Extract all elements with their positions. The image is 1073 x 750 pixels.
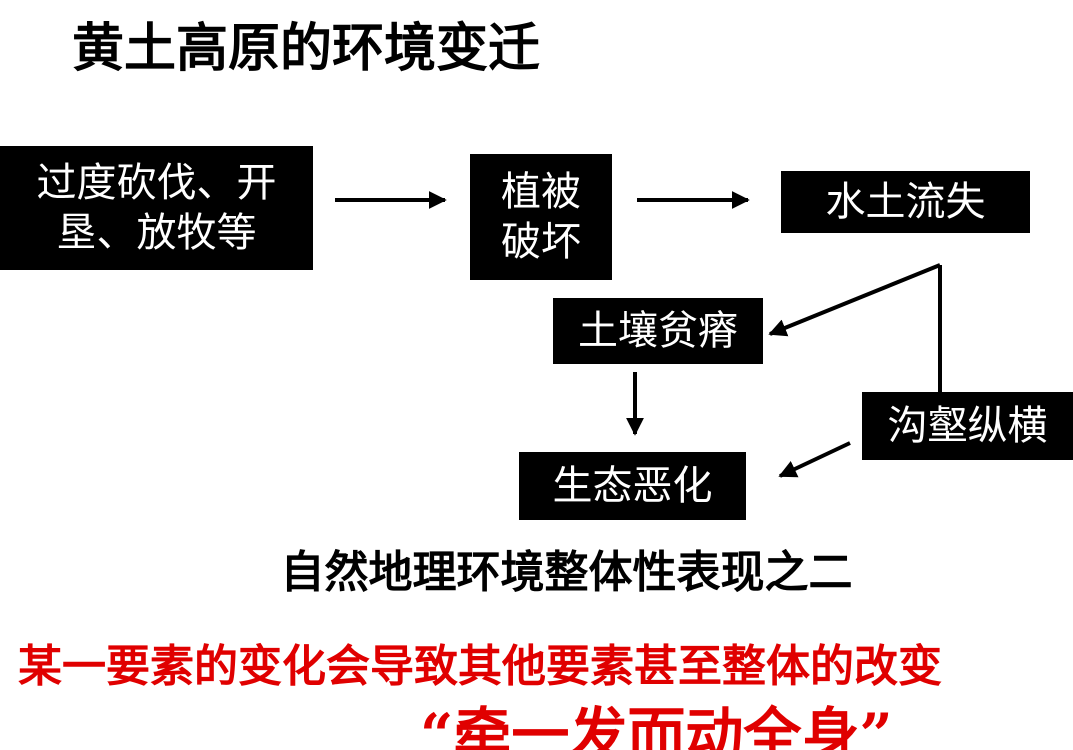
node-ecology-deterioration: 生态恶化 [519,452,746,520]
arrow-erosion-to-infertility [768,263,941,337]
node-soil-erosion: 水土流失 [781,171,1030,233]
node-vegetation-line1: 植被 [501,169,581,215]
node-vegetation-destruction: 植被 破坏 [470,154,612,280]
node-gullies: 沟壑纵横 [862,392,1073,460]
page-title: 黄土高原的环境变迁 [72,19,541,79]
idiom-text: “牵一发而动全身” [420,701,893,750]
node-overexploitation-line2: 垦、放牧等 [56,210,257,256]
node-soil-infertility: 土壤贫瘠 [553,298,763,364]
node-overexploitation: 过度砍伐、开 垦、放牧等 [0,146,313,270]
arrow-gullies-to-ecology [778,441,851,478]
conclusion-text: 某一要素的变化会导致其他要素甚至整体的改变 [18,641,942,692]
node-overexploitation-line1: 过度砍伐、开 [36,160,277,206]
subtitle: 自然地理环境整体性表现之二 [280,547,853,598]
node-vegetation-line2: 破坏 [501,219,581,265]
